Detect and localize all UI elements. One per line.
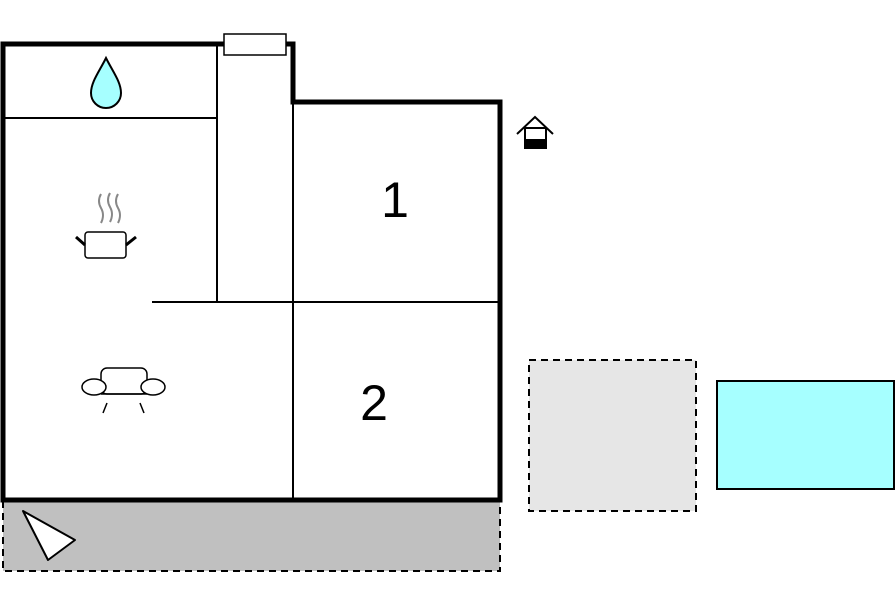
interior-walls bbox=[3, 44, 500, 500]
room-2-label: 2 bbox=[360, 375, 388, 431]
exterior-walls bbox=[0, 41, 503, 503]
house-entrance-icon bbox=[516, 115, 554, 149]
parking-area bbox=[528, 359, 697, 512]
orientation-arrow-icon bbox=[22, 510, 76, 561]
window-icon bbox=[223, 33, 287, 56]
pool-area bbox=[716, 380, 895, 490]
cooking-pot-icon bbox=[75, 192, 137, 259]
terrace-area bbox=[2, 499, 501, 572]
water-drop-icon bbox=[89, 55, 123, 109]
sofa-icon bbox=[81, 367, 166, 414]
room-1-label: 1 bbox=[381, 172, 409, 228]
